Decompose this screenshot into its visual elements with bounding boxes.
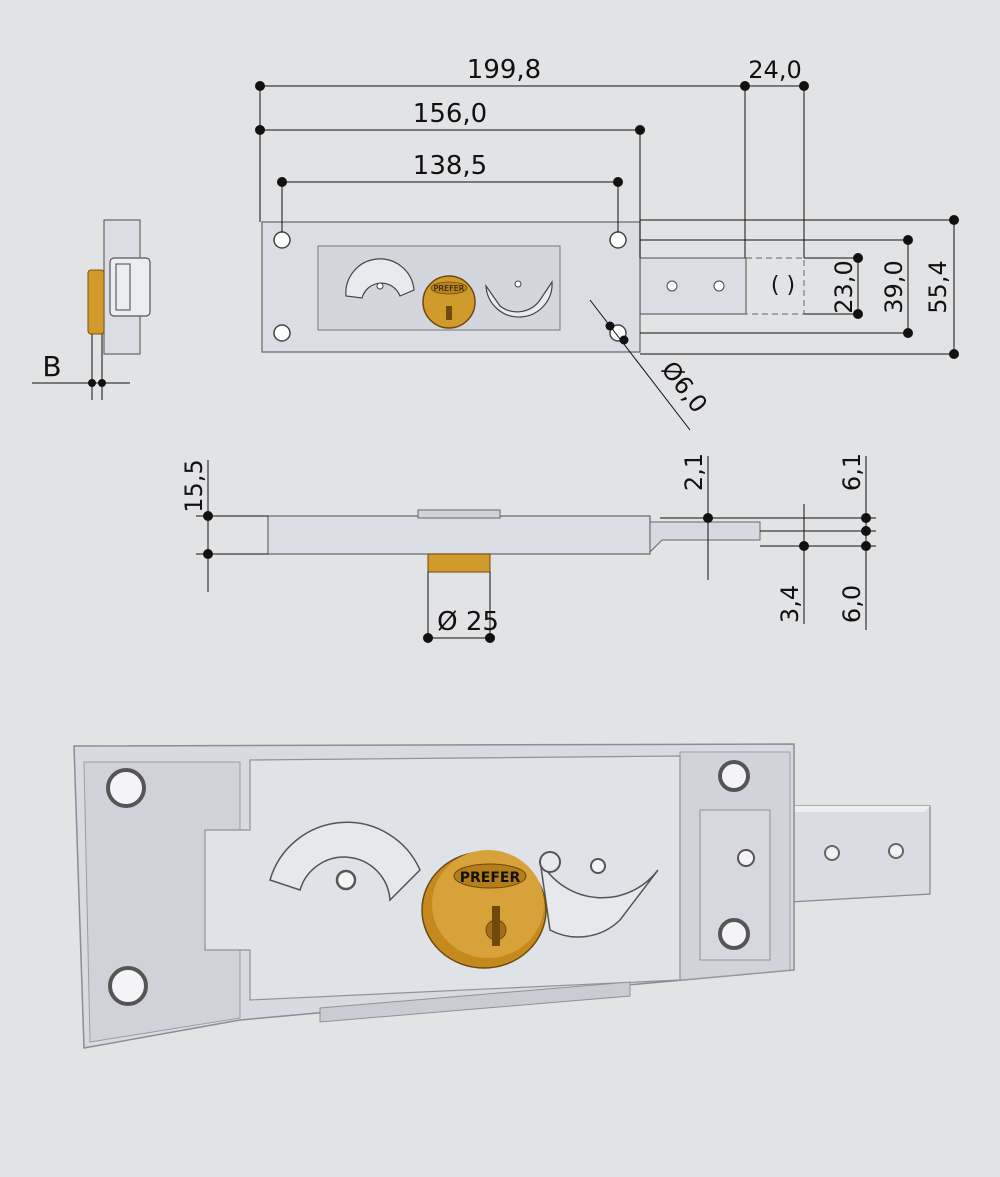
svg-text:( ): ( )	[771, 273, 795, 298]
mounting-hole	[609, 231, 627, 249]
hole-spacing-outer: 156,0	[413, 99, 487, 129]
lock-body-elevation	[267, 515, 651, 555]
bolt-width: 23,0	[830, 260, 858, 313]
bolt-extension: 24,0	[748, 56, 801, 84]
mount-height: 39,0	[880, 260, 908, 313]
cylinder-brand-plan: PREFER	[434, 284, 465, 293]
mounting-hole-3d	[106, 768, 146, 808]
hole-spacing-inner: 138,5	[413, 151, 487, 181]
cylinder-brand-3d: PREFER	[460, 870, 521, 886]
cylinder-elevation	[427, 553, 491, 573]
bolt-offset-top: 2,1	[680, 453, 708, 491]
side-cylinder	[87, 269, 105, 335]
bolt-offset-bottom: 3,4	[776, 585, 804, 623]
body-height: 55,4	[924, 260, 952, 313]
top-view: ( ) PREFER 199,8 24,0 156,0 138,5	[255, 55, 959, 431]
body-thickness: 15,5	[180, 459, 208, 512]
hole-diameter: Ø6,0	[656, 356, 713, 418]
dimension-b-label: B	[42, 350, 61, 383]
bolt-thickness-top: 6,1	[838, 453, 866, 491]
mounting-hole-3d	[718, 918, 750, 950]
front-view: Ø 25 15,5 2,1 6,1 3,4 6,0	[180, 453, 876, 643]
mounting-hole	[273, 231, 291, 249]
mounting-hole	[273, 324, 291, 342]
bolt-thickness-bottom: 6,0	[838, 585, 866, 623]
mounting-hole-3d	[108, 966, 148, 1006]
cylinder-diameter: Ø 25	[437, 607, 499, 637]
bolt	[639, 257, 747, 315]
side-view: B	[32, 219, 151, 400]
lock-3d-render: PREFER	[73, 743, 931, 1049]
bolt-3d	[789, 805, 931, 903]
overall-length: 199,8	[467, 55, 541, 85]
mounting-hole-3d	[718, 760, 750, 792]
